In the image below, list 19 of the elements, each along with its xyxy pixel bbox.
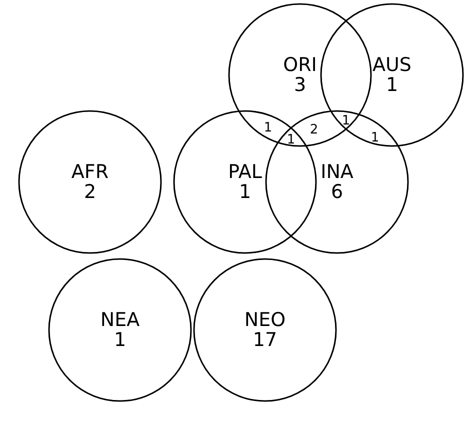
species-count: 1 <box>114 330 126 350</box>
species-count: 1 <box>386 75 398 95</box>
region-name: PAL <box>228 162 262 182</box>
species-count: 17 <box>252 330 278 350</box>
overlap-count: 2 <box>310 124 318 136</box>
region-name: ORI <box>283 55 317 75</box>
region-name: NEA <box>100 310 140 330</box>
region-name: AUS <box>372 55 412 75</box>
overlap-count: 1 <box>370 132 380 144</box>
region-name: AFR <box>71 162 109 182</box>
overlap-count: 1 <box>264 122 272 134</box>
species-count: 6 <box>330 182 344 202</box>
species-count: 1 <box>238 182 252 202</box>
overlap-count: 1 <box>342 114 350 128</box>
region-name: NEO <box>244 310 286 330</box>
species-count: 2 <box>84 182 96 202</box>
region-name: INA <box>320 162 354 182</box>
species-count: 3 <box>294 75 306 95</box>
overlap-count: 1 <box>286 134 296 146</box>
